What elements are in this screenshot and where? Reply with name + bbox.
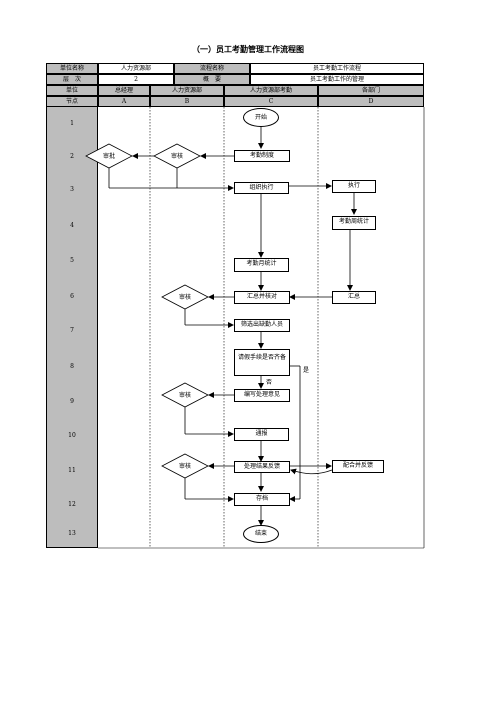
cooperate-feedback-box: 配合并反馈 [332,460,384,473]
header-summary-value: 员工考勤工作的管理 [250,74,424,85]
row-number: 3 [70,186,74,193]
lane-d-node: D [318,96,424,107]
review-label-row2: 审核 [170,153,183,160]
summary-check-box: 汇总并核对 [234,291,290,304]
weekly-stats-box: 考勤周统计 [332,216,376,230]
row-number-column [46,107,98,548]
row-number: 8 [70,363,74,370]
page-title: （一）员工考勤管理工作流程图 [192,44,304,54]
row-number: 6 [70,293,74,300]
lane-b-unit: 人力资源部 [150,85,224,96]
row-number: 4 [70,222,74,229]
result-feedback-box: 处理结果反馈 [234,461,290,473]
end-node: 结束 [243,525,279,543]
row-number: 9 [70,398,74,405]
row-number: 11 [68,467,76,474]
row-number: 13 [68,530,76,537]
header-unit-name-label: 单位名称 [46,63,98,74]
row-number: 10 [68,432,76,439]
row-number: 1 [70,120,74,127]
dept-summary-box: 汇总 [332,291,376,304]
header-process-name-label: 流程名称 [174,63,250,74]
approve-label: 审批 [102,153,115,160]
header-unit-label: 单位 [46,85,98,96]
review-label-row11: 审核 [178,463,191,470]
header-level-value: 2 [98,74,174,85]
row-number: 12 [68,501,76,508]
header-level-label: 层 次 [46,74,98,85]
yes-label: 是 [303,367,310,374]
monthly-stats-box: 考勤月统计 [234,258,289,272]
start-node: 开始 [243,108,279,127]
lane-a-node: A [98,96,150,107]
header-unit-name-value: 人力资源部 [98,63,174,74]
header-process-name-value: 员工考勤工作流程 [250,63,424,74]
lane-b-node: B [150,96,224,107]
organize-box: 组织执行 [234,182,289,194]
review-label-row6: 审核 [178,294,191,301]
execute-box: 执行 [332,180,376,193]
header-node-label: 节点 [46,96,98,107]
no-label: 否 [266,379,273,386]
notify-box: 通报 [234,428,289,441]
lane-a-unit: 总经理 [98,85,150,96]
attendance-system-box: 考勤制度 [234,150,290,162]
handling-opinion-box: 编写处理意见 [234,389,290,402]
screen-absent-box: 筛选出缺勤人员 [234,319,290,332]
row-number: 5 [70,257,74,264]
review-label-row9: 审核 [178,392,191,399]
leave-check-box: 请假手续是否齐备 [234,349,290,376]
archive-box: 存档 [234,493,290,506]
header-summary-label: 概 要 [174,74,250,85]
lane-c-node: C [224,96,318,107]
row-number: 2 [70,153,74,160]
row-number: 7 [70,327,74,334]
lane-d-unit: 各部门 [318,85,424,96]
lane-c-unit: 人力资源部考勤 [224,85,318,96]
